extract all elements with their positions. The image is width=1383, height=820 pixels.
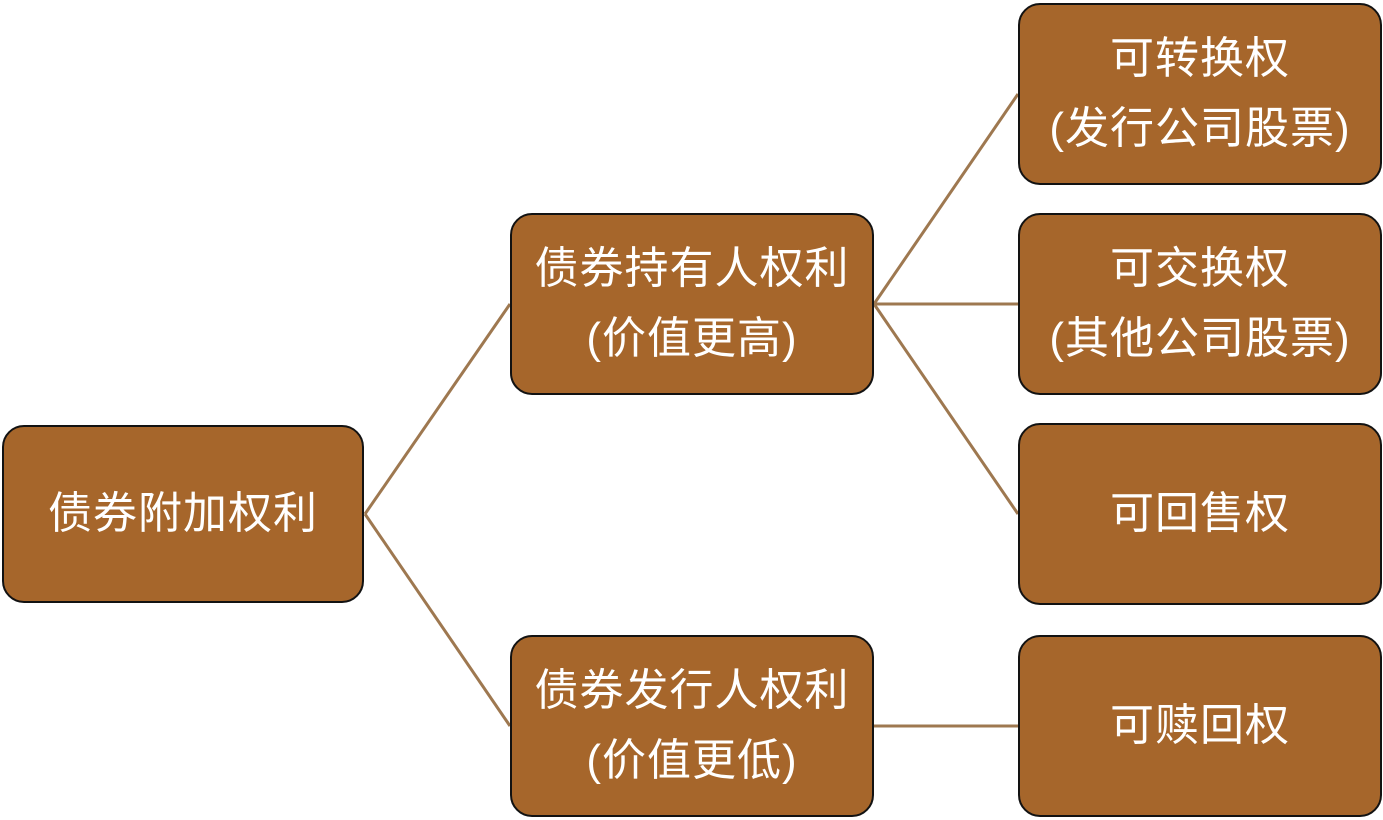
connector-root-issuer — [363, 513, 512, 727]
node-bond-additional-rights: 债券附加权利 — [2, 425, 364, 603]
node-label-line2: (价值更高) — [586, 314, 798, 363]
node-callable-right: 可赎回权 — [1018, 635, 1382, 817]
node-exchangeable-right: 可交换权 (其他公司股票) — [1018, 213, 1382, 395]
node-label-line1: 债券持有人权利 — [534, 243, 850, 293]
connector-holder-convertible — [872, 93, 1020, 305]
node-label-line1: 可转换权 — [1110, 33, 1290, 83]
node-label: 可赎回权 — [1110, 700, 1290, 750]
node-label: 债券附加权利 — [48, 488, 318, 538]
node-convertible-right: 可转换权 (发行公司股票) — [1018, 3, 1382, 185]
node-label-line2: (发行公司股票) — [1049, 104, 1351, 153]
node-label-line1: 可交换权 — [1110, 243, 1290, 293]
node-bondholder-rights: 债券持有人权利 (价值更高) — [510, 213, 874, 395]
node-label-line2: (价值更低) — [586, 736, 798, 785]
connector-holder-puttable — [872, 303, 1020, 515]
node-puttable-right: 可回售权 — [1018, 423, 1382, 605]
node-bond-issuer-rights: 债券发行人权利 (价值更低) — [510, 635, 874, 817]
node-label-line2: (其他公司股票) — [1049, 314, 1351, 363]
node-label-line1: 债券发行人权利 — [534, 665, 850, 715]
connector-root-holder — [363, 303, 512, 515]
node-label: 可回售权 — [1110, 488, 1290, 538]
